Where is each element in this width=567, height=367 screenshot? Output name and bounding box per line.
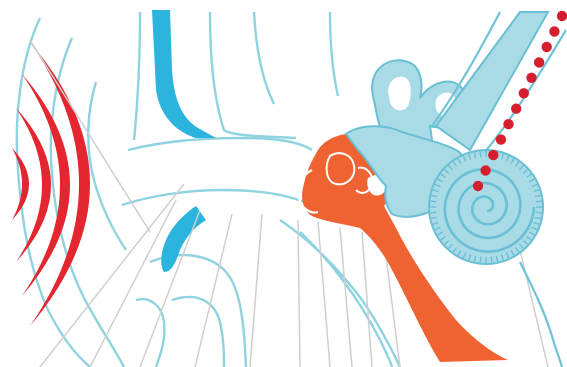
- cochlea-hatch-tick: [491, 257, 492, 263]
- cochlea-hatch-tick: [480, 151, 481, 157]
- cochlea-hatch-tick: [480, 257, 481, 263]
- leader-line-7: [318, 222, 330, 367]
- nerve-signal-dot: [557, 11, 567, 21]
- lobe-outline: [136, 299, 164, 367]
- nerve-signal-dot: [480, 165, 490, 175]
- leader-line-9: [362, 232, 372, 367]
- skull-line-4: [330, 12, 338, 96]
- canal-lower-wall: [122, 190, 304, 205]
- upper-blue-canal: [152, 10, 216, 138]
- cochlea-hatch-tick: [430, 201, 436, 202]
- semicircular-canal-hole-1: [388, 77, 411, 111]
- leader-line-8: [340, 228, 352, 367]
- canal-upper-wall: [128, 138, 312, 150]
- skull-line-3: [254, 12, 274, 104]
- skull-line-2: [210, 12, 296, 138]
- leader-line-12: [520, 250, 548, 367]
- nerve-signal-dot: [496, 134, 506, 144]
- nerve-signal-dot: [503, 119, 513, 129]
- cochlea-hatch-tick: [536, 212, 542, 213]
- cochlea-hatch-tick: [536, 201, 542, 202]
- nerve-signal-dot: [473, 181, 483, 191]
- nerve-signal-dot: [542, 42, 552, 52]
- pinna-fold-outline: [88, 82, 126, 250]
- leader-line-5: [250, 214, 262, 367]
- sound-wave-arc-1: [12, 148, 29, 220]
- leader-line-4: [195, 214, 232, 367]
- nerve-signal-dot: [549, 26, 559, 36]
- cochlea-hatch-tick: [430, 212, 436, 213]
- skull-line-1: [134, 12, 140, 140]
- nerve-signal-dot: [519, 88, 529, 98]
- nerve-signal-dot: [526, 73, 536, 83]
- sound-wave-arc-2: [16, 108, 51, 262]
- nerve-signal-dot: [511, 104, 521, 114]
- leader-line-6: [298, 220, 300, 367]
- nerve-signal-dot: [534, 57, 544, 67]
- nerve-signal-dot: [488, 150, 498, 160]
